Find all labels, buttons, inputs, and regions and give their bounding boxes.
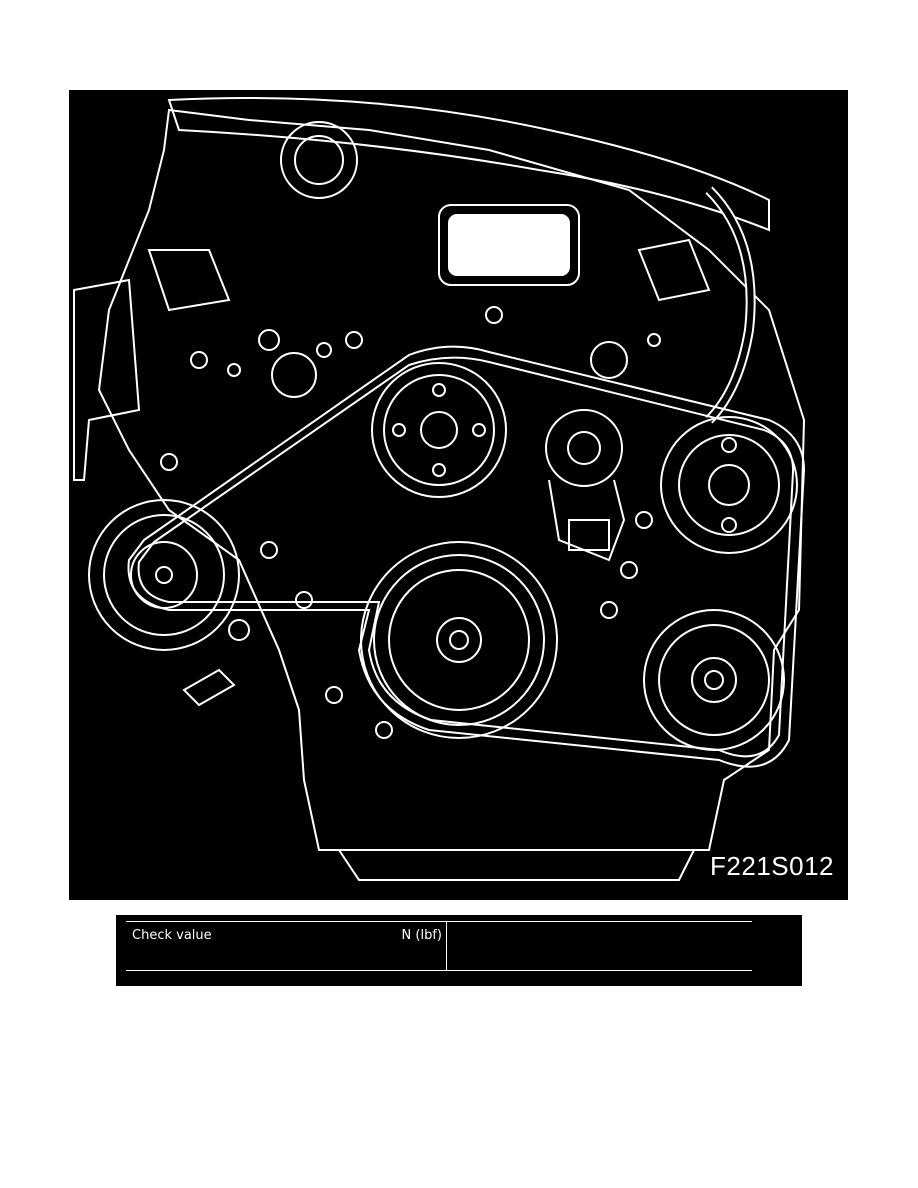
oil-pan [338, 849, 695, 881]
coolant-pipe [182, 668, 236, 707]
table-column-separator [446, 921, 447, 971]
block-bolt [295, 591, 313, 609]
block-bolt [227, 363, 241, 377]
block-bolt [635, 511, 653, 529]
power-steering-hub [708, 464, 750, 506]
upper-bracket-fill [448, 214, 570, 276]
check-value-table: Check value N (lbf) [116, 915, 802, 986]
intake-manifold [167, 97, 770, 232]
power-steering-ring [678, 434, 780, 536]
throttle-body-inner [294, 135, 344, 185]
cylinder-head-detail [637, 238, 711, 302]
block-bolt [620, 561, 638, 579]
left-mount [73, 278, 141, 481]
ac-compressor-ring [658, 624, 770, 736]
power-steering-pulley [660, 416, 798, 554]
engine-belt-illustration: F221S012 [69, 90, 848, 900]
crankshaft-hub [436, 617, 482, 663]
crankshaft-ring [373, 554, 545, 726]
drive-belt-inner [137, 356, 795, 758]
water-pump-bolt [432, 463, 446, 477]
upper-bracket [438, 204, 580, 286]
alternator-ring [103, 514, 225, 636]
tensioner-arm [548, 479, 626, 562]
block-bolt [345, 331, 363, 349]
block-bolt [228, 619, 250, 641]
crankshaft-pulley [360, 541, 558, 739]
power-steering-bolt [721, 437, 737, 453]
alternator-hub [155, 566, 173, 584]
crankshaft-center [449, 630, 469, 650]
tensioner-hub [567, 431, 601, 465]
block-bolt [271, 352, 317, 398]
cylinder-head-detail [147, 249, 231, 312]
block-bolt [375, 721, 393, 739]
block-bolt [190, 351, 208, 369]
check-value-label: Check value [132, 928, 212, 943]
alternator [88, 499, 240, 651]
block-bolt [160, 453, 178, 471]
drive-belt [127, 345, 806, 768]
figure-code: F221S012 [710, 851, 834, 881]
water-pump-bolt [472, 423, 486, 437]
ac-compressor-center [704, 670, 724, 690]
power-steering-bolt [721, 517, 737, 533]
table-rule-top [126, 921, 752, 922]
alternator-pulley [130, 541, 198, 609]
water-pump-bolt [392, 423, 406, 437]
water-pump-hub [420, 411, 458, 449]
block-bolt [325, 686, 343, 704]
water-pump-pulley [371, 362, 507, 498]
block-bolt [485, 306, 503, 324]
block-bolt [258, 329, 280, 351]
crankshaft-ring-inner [388, 569, 530, 711]
engine-line-drawing [73, 97, 806, 881]
coolant-hose-inner [706, 187, 754, 423]
ac-compressor-pulley [643, 609, 785, 751]
block-bolt [316, 342, 332, 358]
tensioner-pulley [545, 409, 623, 487]
table-rule-bottom [126, 970, 752, 971]
block-bolt [260, 541, 278, 559]
water-pump-bolt [432, 383, 446, 397]
block-bolt [590, 341, 628, 379]
ac-compressor-hub [691, 657, 737, 703]
tensioner-bracket [568, 519, 610, 551]
check-value-unit: N (lbf) [401, 928, 442, 943]
block-bolt [647, 333, 661, 347]
water-pump-ring [383, 374, 495, 486]
block-bolt [600, 601, 618, 619]
throttle-body [280, 121, 358, 199]
